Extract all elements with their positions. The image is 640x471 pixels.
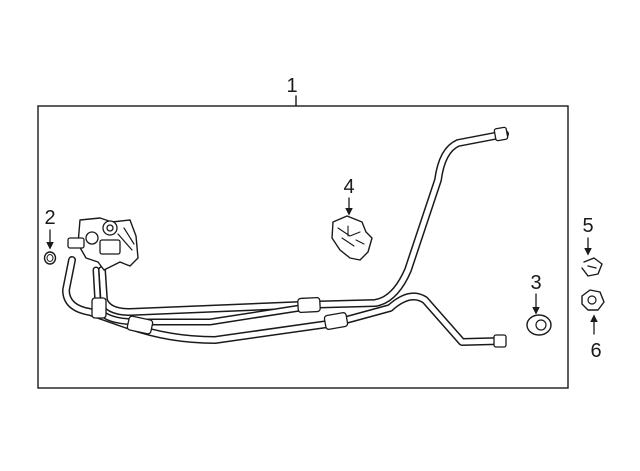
- callout-3-label[interactable]: 3: [530, 272, 541, 294]
- assembly-frame: [37, 105, 569, 389]
- callout-6-label[interactable]: 6: [590, 340, 601, 362]
- callout-5-label[interactable]: 5: [582, 215, 593, 237]
- seal-washer-part[interactable]: [526, 314, 552, 336]
- callout-1-label[interactable]: 1: [286, 75, 297, 97]
- ac-hose-assembly[interactable]: [62, 126, 509, 348]
- callout-2-label[interactable]: 2: [44, 207, 55, 229]
- o-ring-part[interactable]: [43, 251, 57, 265]
- retaining-clip-part[interactable]: [581, 257, 603, 277]
- callout-4-label[interactable]: 4: [343, 176, 354, 198]
- bracket-clip-part[interactable]: [331, 215, 373, 261]
- nut-part[interactable]: [581, 289, 605, 311]
